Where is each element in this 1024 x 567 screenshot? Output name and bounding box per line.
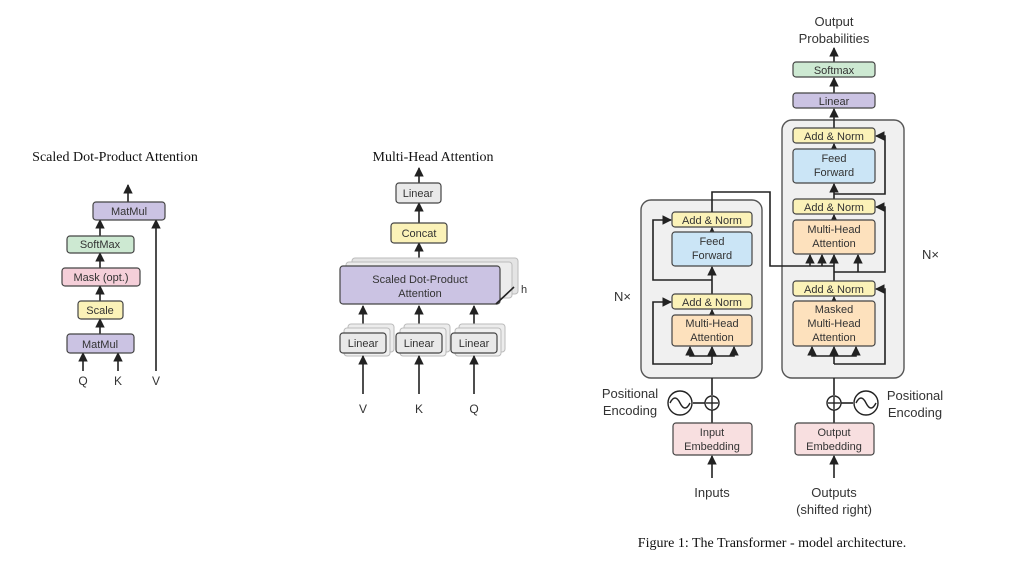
- figure-caption: Figure 1: The Transformer - model archit…: [638, 536, 906, 551]
- dec-masked-label-3: Attention: [812, 332, 855, 344]
- mha-sdpa-label-1: Scaled Dot-Product: [372, 274, 467, 286]
- dec-mha-box: [792, 219, 876, 255]
- encoder-nx-label: N×: [614, 289, 631, 304]
- mha-linear-q-label: Linear: [459, 338, 490, 350]
- sdpa-softmax: [66, 235, 135, 254]
- output-probs-label-1: Output: [814, 14, 853, 29]
- mha-title: Multi-Head Attention: [373, 150, 494, 165]
- sdpa-scale: [77, 300, 124, 320]
- dec-ff-label-1: Feed: [821, 153, 846, 165]
- output-embedding-label-2: Embedding: [806, 441, 862, 453]
- mha-linear-q: [450, 332, 498, 354]
- dec-masked-label-1: Masked: [815, 304, 854, 316]
- inputs-label: Inputs: [694, 485, 730, 500]
- dec-addnorm-mid-label: Add & Norm: [804, 202, 864, 214]
- sdpa-title: Scaled Dot-Product Attention: [32, 150, 198, 165]
- pos-enc-left-label-2: Encoding: [603, 403, 657, 418]
- transformer-diagram: Output Probabilities Softmax Linear Add …: [602, 14, 943, 517]
- dec-mha-label-2: Attention: [812, 238, 855, 250]
- sdpa-q-label: Q: [78, 374, 87, 388]
- enc-mha-label-2: Attention: [690, 332, 733, 344]
- mha-linear-k-label: Linear: [404, 338, 435, 350]
- pos-enc-right-label-1: Positional: [887, 388, 943, 403]
- mha-linear-v: [339, 332, 387, 354]
- pos-enc-left-label-1: Positional: [602, 386, 658, 401]
- dec-feed-forward: [792, 148, 876, 184]
- linear-box: [792, 92, 876, 109]
- sdpa-matmul-top: [92, 201, 166, 221]
- output-embedding-label-1: Output: [817, 427, 850, 439]
- outputs-label-2: (shifted right): [796, 502, 872, 517]
- dec-addnorm-mid: [792, 198, 876, 215]
- input-embedding-label-1: Input: [700, 427, 724, 439]
- enc-ff-label-2: Forward: [692, 250, 732, 262]
- mha-linear-top-label: Linear: [403, 188, 434, 200]
- pos-enc-right-label-2: Encoding: [888, 405, 942, 420]
- softmax-label: Softmax: [814, 65, 855, 77]
- sdpa-softmax-label: SoftMax: [80, 239, 121, 251]
- mha-h-tick: [495, 286, 515, 305]
- sdpa-v-label: V: [152, 374, 160, 388]
- enc-feed-forward: [671, 231, 753, 267]
- softmax-box: [792, 61, 876, 78]
- mha-v-label: V: [359, 402, 367, 416]
- input-embedding-box: [672, 422, 753, 456]
- mha-concat: [390, 222, 448, 244]
- enc-addnorm-bot-label: Add & Norm: [682, 297, 742, 309]
- sdpa-mask-label: Mask (opt.): [73, 272, 128, 284]
- sdpa-diagram: Scaled Dot-Product Attention MatMul Soft…: [32, 150, 198, 388]
- sdpa-matmul-top-label: MatMul: [111, 206, 147, 218]
- outputs-label-1: Outputs: [811, 485, 857, 500]
- mha-linear-v-label: Linear: [348, 338, 379, 350]
- linear-label: Linear: [819, 96, 850, 108]
- sdpa-k-label: K: [114, 374, 122, 388]
- mha-linear-top: [395, 182, 442, 204]
- dec-addnorm-top: [792, 127, 876, 144]
- enc-addnorm-top-label: Add & Norm: [682, 215, 742, 227]
- mha-q-label: Q: [469, 402, 478, 416]
- output-probs-label-2: Probabilities: [799, 31, 870, 46]
- dec-ff-label-2: Forward: [814, 167, 854, 179]
- input-embedding-label-2: Embedding: [684, 441, 740, 453]
- enc-mha-box: [671, 314, 753, 347]
- sdpa-matmul-bottom: [66, 333, 135, 354]
- mha-k-label: K: [415, 402, 423, 416]
- mha-diagram: Multi-Head Attention Linear Concat Scale…: [339, 150, 527, 416]
- enc-ff-label-1: Feed: [699, 236, 724, 248]
- mha-concat-label: Concat: [402, 228, 437, 240]
- decoder-nx-label: N×: [922, 247, 939, 262]
- sdpa-scale-label: Scale: [86, 305, 114, 317]
- enc-mha-label-1: Multi-Head: [685, 318, 738, 330]
- dec-addnorm-bot-label: Add & Norm: [804, 284, 864, 296]
- dec-addnorm-bot: [792, 280, 876, 297]
- mha-h-label: h: [521, 284, 527, 296]
- sdpa-mask: [61, 267, 141, 287]
- enc-addnorm-bot: [671, 293, 753, 310]
- dec-addnorm-top-label: Add & Norm: [804, 131, 864, 143]
- mha-linear-k: [395, 332, 443, 354]
- mha-sdpa-box: [339, 265, 501, 305]
- dec-masked-mha-box: [792, 300, 876, 347]
- dec-masked-label-2: Multi-Head: [807, 318, 860, 330]
- output-embedding-box: [794, 422, 875, 456]
- dec-mha-label-1: Multi-Head: [807, 224, 860, 236]
- sdpa-matmul-bottom-label: MatMul: [82, 339, 118, 351]
- mha-sdpa-label-2: Attention: [398, 288, 441, 300]
